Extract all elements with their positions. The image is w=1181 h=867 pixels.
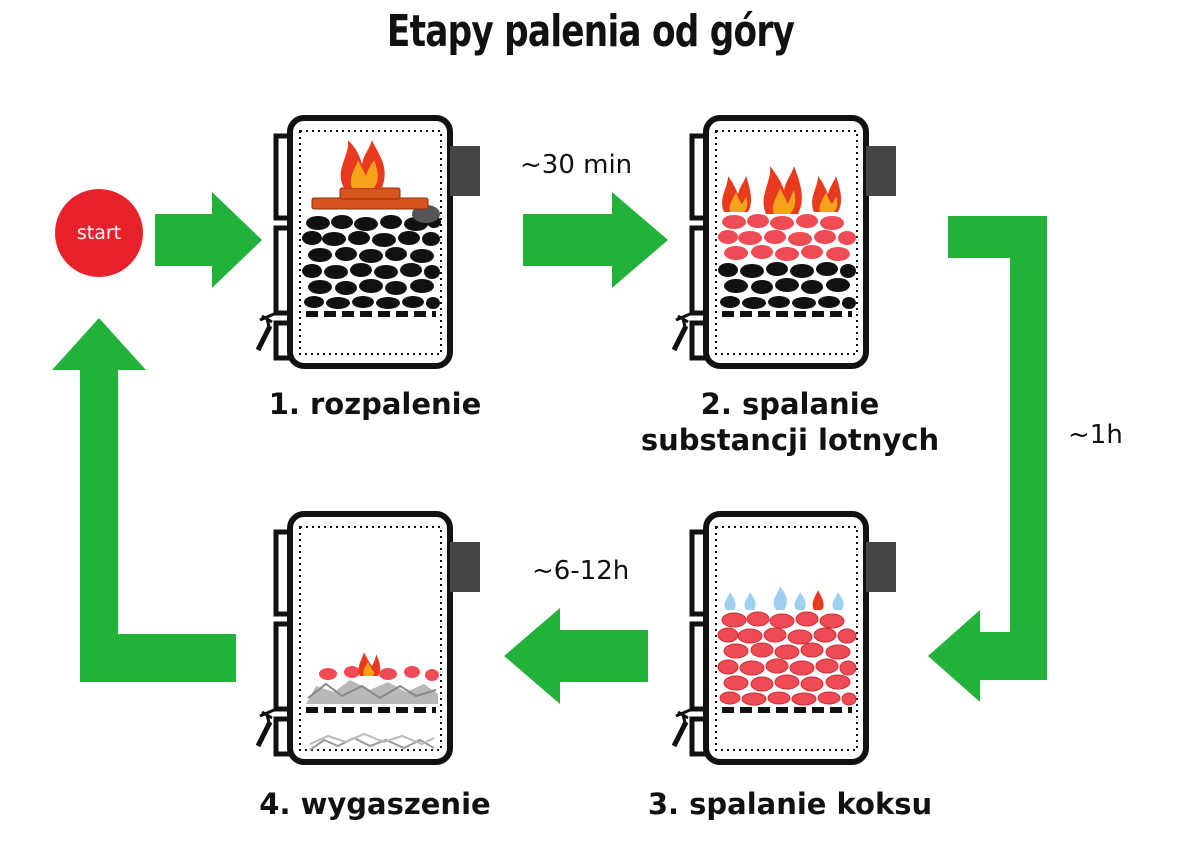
embers <box>319 666 439 681</box>
arrow-start-to-stage1 <box>155 192 262 288</box>
flames-icon <box>722 166 842 214</box>
arrow-stage4-to-start <box>52 318 236 682</box>
arrow-stage3-to-stage4 <box>504 608 648 704</box>
boiler-stage1 <box>258 118 480 366</box>
time-stage2-to-stage3: ~1h <box>1068 420 1123 450</box>
arrow-stage1-to-stage2 <box>523 192 668 288</box>
arrow-stage2-to-stage3 <box>928 216 1047 702</box>
ash-pit-2 <box>309 732 435 746</box>
stage4-label: 4. wygaszenie <box>259 787 491 821</box>
time-stage1-to-stage2: ~30 min <box>520 150 633 180</box>
diagram-title: Etapy palenia od góry <box>386 6 795 57</box>
kindling-wood <box>311 187 429 210</box>
flame-icon <box>358 652 381 676</box>
stage2-label-line1: 2. spalanie <box>700 387 880 421</box>
ash-layer <box>306 680 438 704</box>
flame-icon <box>340 140 385 188</box>
stage3-label: 3. spalanie koksu <box>647 787 933 821</box>
boiler-stage3 <box>674 514 896 762</box>
start-node: start <box>55 189 143 277</box>
blue-flames-icon <box>724 586 844 610</box>
small-flame-icon <box>812 590 824 610</box>
coal-bed <box>718 262 856 309</box>
stage2-label: 2. spalanie substancji lotnych <box>620 386 960 458</box>
ember-bed <box>717 611 857 706</box>
ember-layer <box>718 214 856 261</box>
boiler-stage4 <box>258 514 480 762</box>
time-stage3-to-stage4: ~6-12h <box>532 556 630 586</box>
start-label: start <box>76 222 122 244</box>
boiler-stage2 <box>674 118 896 366</box>
ash-pit <box>309 736 435 751</box>
coal-bed <box>302 215 441 309</box>
stage1-label: 1. rozpalenie <box>268 387 482 421</box>
stage2-label-line2: substancji lotnych <box>640 423 940 457</box>
